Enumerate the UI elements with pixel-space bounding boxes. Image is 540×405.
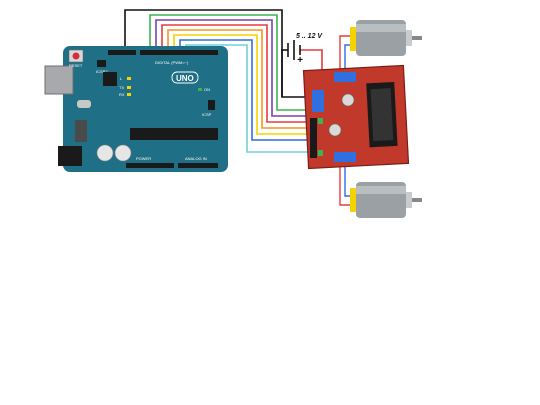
- crystal: [77, 100, 91, 108]
- input-pin-header: [310, 118, 317, 158]
- motor-b-highlight: [356, 186, 406, 194]
- led-on-label: ON: [204, 87, 210, 92]
- wire-orange: [167, 29, 310, 129]
- motor-a-shaft: [412, 36, 422, 40]
- reset-button-cap: [72, 52, 80, 60]
- arduino-pcb: [63, 46, 228, 172]
- power-jack: [58, 146, 82, 166]
- led-tx: [127, 86, 131, 89]
- voltage-regulator: [75, 120, 87, 142]
- battery-symbol: 5 .. 12 V +: [287, 33, 323, 66]
- terminal-motor-b: [334, 152, 356, 162]
- motor-a-blue-wire: [344, 44, 350, 75]
- arduino-uno-board: RESET ICSP2 ICSP UNO DIGITAL (PWM=~) L T…: [44, 46, 228, 172]
- driver-capacitor-2: [328, 123, 342, 137]
- atmega-chip: [130, 128, 218, 140]
- driver-capacitor-1: [341, 93, 355, 107]
- header-top-left: [108, 50, 136, 55]
- motor-a-terminal: [350, 27, 356, 51]
- motor-b-terminal: [350, 188, 356, 212]
- icsp-header: [208, 100, 215, 110]
- power-label: POWER: [136, 156, 151, 161]
- analog-label: ANALOG IN: [185, 156, 207, 161]
- l298n-driver-board: [302, 64, 410, 170]
- wire-green: [149, 14, 310, 111]
- led-on: [198, 88, 202, 91]
- uno-logo-outline: [171, 71, 199, 84]
- motor-b-red-wire: [339, 162, 350, 206]
- motor-a-highlight: [356, 24, 406, 32]
- uno-logo: UNO: [176, 74, 194, 83]
- led-rx-label: RX: [119, 92, 125, 97]
- icsp-label: ICSP: [202, 112, 212, 117]
- wire-purple: [155, 19, 310, 117]
- power-wires: [281, 49, 323, 97]
- terminal-power: [312, 90, 324, 112]
- usb-chip: [103, 72, 117, 86]
- l298-chip: [370, 88, 394, 142]
- motor-a: [350, 20, 422, 56]
- signal-wires: [124, 9, 310, 153]
- jumper-ena: [318, 118, 323, 124]
- jumper-enb: [318, 150, 323, 156]
- usb-connector: [44, 65, 74, 95]
- motor-b-shaft: [412, 198, 422, 202]
- motor-b-cap: [406, 192, 412, 208]
- terminal-motor-a: [334, 72, 356, 82]
- digital-label: DIGITAL (PWM=~): [155, 60, 189, 65]
- capacitor-2: [114, 144, 132, 162]
- supply-voltage-label: 5 .. 12 V: [296, 33, 323, 40]
- motor-a-red-wire: [339, 35, 350, 75]
- wire-blue: [179, 39, 310, 141]
- led-tx-label: TX: [119, 85, 124, 90]
- motor-b: [350, 182, 422, 218]
- motor-a-cap: [406, 30, 412, 46]
- led-rx: [127, 93, 131, 96]
- motor-wires: [339, 35, 350, 206]
- wire-red: [161, 24, 310, 123]
- led-l-label: L: [120, 76, 123, 81]
- supply-plus-sign: +: [297, 55, 303, 66]
- capacitor-1: [96, 144, 114, 162]
- header-analog: [178, 163, 218, 168]
- reset-label: RESET: [69, 63, 83, 68]
- wire-black-gnd: [124, 9, 310, 98]
- led-l: [127, 77, 131, 80]
- icsp2-header: [97, 60, 106, 67]
- icsp2-label: ICSP2: [96, 69, 108, 74]
- wire-yellow: [173, 34, 310, 135]
- battery-positive-wire: [300, 49, 323, 76]
- header-power: [126, 163, 174, 168]
- motor-b-blue-wire: [344, 162, 350, 197]
- header-top-right: [140, 50, 218, 55]
